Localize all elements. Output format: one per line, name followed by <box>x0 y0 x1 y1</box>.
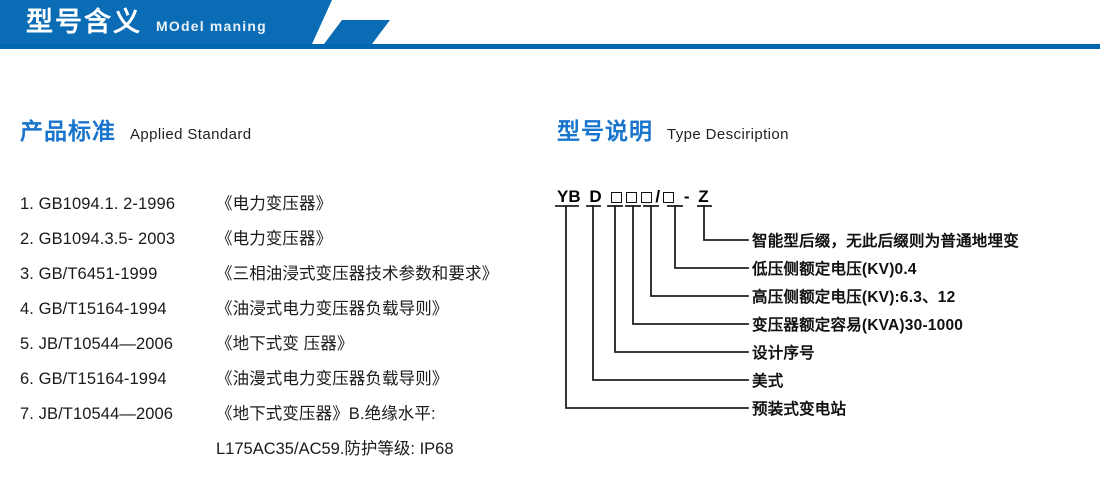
leader-to-label-2 <box>674 205 749 269</box>
code-token: - <box>683 187 690 206</box>
type-code-string: YB D / - Z <box>556 186 710 208</box>
standard-item: 5. JB/T10544—2006 《地下式变 压器》 <box>20 330 550 365</box>
standard-item: 2. GB1094.3.5- 2003 《电力变压器》 <box>20 225 550 260</box>
code-placeholder-box <box>641 191 653 203</box>
standard-item: 7. JB/T10544—2006 《地下式变压器》B.绝缘水平: <box>20 400 550 435</box>
page-header-banner: 型号含义 MOdel maning <box>0 0 1100 52</box>
code-token: / <box>655 187 661 206</box>
banner-shape <box>0 0 1100 49</box>
standard-name: 《地下式变 压器》 <box>216 335 354 353</box>
standard-name: 《地下式变压器》B.绝缘水平: <box>216 405 436 423</box>
leader-lines <box>555 205 749 409</box>
applied-standard-heading: 产品标准 Applied Standard <box>20 112 252 146</box>
standard-name: 《油浸式电力变压器负载导则》 <box>216 300 449 318</box>
standard-name: 《电力变压器》 <box>216 195 333 213</box>
applied-standard-heading-cn: 产品标准 <box>20 118 116 144</box>
standard-code: 4. GB/T15164-1994 <box>20 300 167 318</box>
leader-to-label-3 <box>650 205 749 297</box>
standard-item: 6. GB/T15164-1994 《油漫式电力变压器负载导则》 <box>20 365 550 400</box>
banner-underline-bar <box>0 44 1100 49</box>
leader-to-label-5 <box>614 205 749 353</box>
type-code-label-list: 智能型后缀，无此后缀则为普通地埋变低压侧额定电压(KV)0.4 高压侧额定电压(K… <box>752 226 1019 422</box>
type-description-heading: 型号说明 Type Desciription <box>557 112 789 146</box>
code-placeholder-box <box>626 191 638 203</box>
applied-standard-heading-en: Applied Standard <box>130 126 252 143</box>
type-code-label: 设计序号 <box>752 345 815 362</box>
leader-to-label-6 <box>592 205 749 381</box>
standards-list: 1. GB1094.1. 2-1996《电力变压器》2. GB1094.3.5-… <box>20 190 550 470</box>
type-code-label: 美式 <box>752 373 784 390</box>
leader-to-label-4 <box>632 205 749 325</box>
type-code-diagram: YB D / - Z 智能型后缀，无此后缀则为普通 <box>552 186 1097 436</box>
code-token: D <box>589 187 602 206</box>
standard-item: 1. GB1094.1. 2-1996 《电力变压器》 <box>20 190 550 225</box>
code-placeholder-box <box>611 191 623 203</box>
standard-code: 2. GB1094.3.5- 2003 <box>20 230 176 248</box>
leader-to-label-7 <box>565 205 749 409</box>
type-description-heading-en: Type Desciription <box>667 126 789 143</box>
type-code-label: 高压侧额定电压(KV):6.3、12 <box>752 289 956 306</box>
type-code-label: 变压器额定容易(KVA)30-1000 <box>752 317 964 334</box>
banner-accent-parallelogram <box>324 20 390 44</box>
leader-to-label-1 <box>703 205 749 241</box>
code-placeholder-box <box>663 191 675 203</box>
standard-item-continuation: L175AC35/AC59.防护等级: IP68 <box>216 440 454 458</box>
type-code-label: 智能型后缀，无此后缀则为普通地埋变 <box>752 233 1019 250</box>
type-description-heading-cn: 型号说明 <box>557 118 653 144</box>
standard-code: 3. GB/T6451-1999 <box>20 265 158 283</box>
code-token: YB <box>557 187 581 206</box>
type-code-label: 低压侧额定电压(KV)0.4 <box>752 261 917 278</box>
standard-name: 《油漫式电力变压器负载导则》 <box>216 370 449 388</box>
standard-code: 1. GB1094.1. 2-1996 <box>20 195 176 213</box>
standard-code: 6. GB/T15164-1994 <box>20 370 167 388</box>
standard-code: 5. JB/T10544—2006 <box>20 335 174 353</box>
banner-main-block <box>0 0 332 44</box>
type-code-label: 预装式变电站 <box>752 401 847 418</box>
standard-name: 《电力变压器》 <box>216 230 333 248</box>
standard-item: 4. GB/T15164-1994 《油浸式电力变压器负载导则》 <box>20 295 550 330</box>
code-token: Z <box>698 187 709 206</box>
standard-name: 《三相油浸式变压器技术参数和要求》 <box>216 265 499 283</box>
standard-item: 3. GB/T6451-1999 《三相油浸式变压器技术参数和要求》 <box>20 260 550 295</box>
standard-code: 7. JB/T10544—2006 <box>20 405 174 423</box>
